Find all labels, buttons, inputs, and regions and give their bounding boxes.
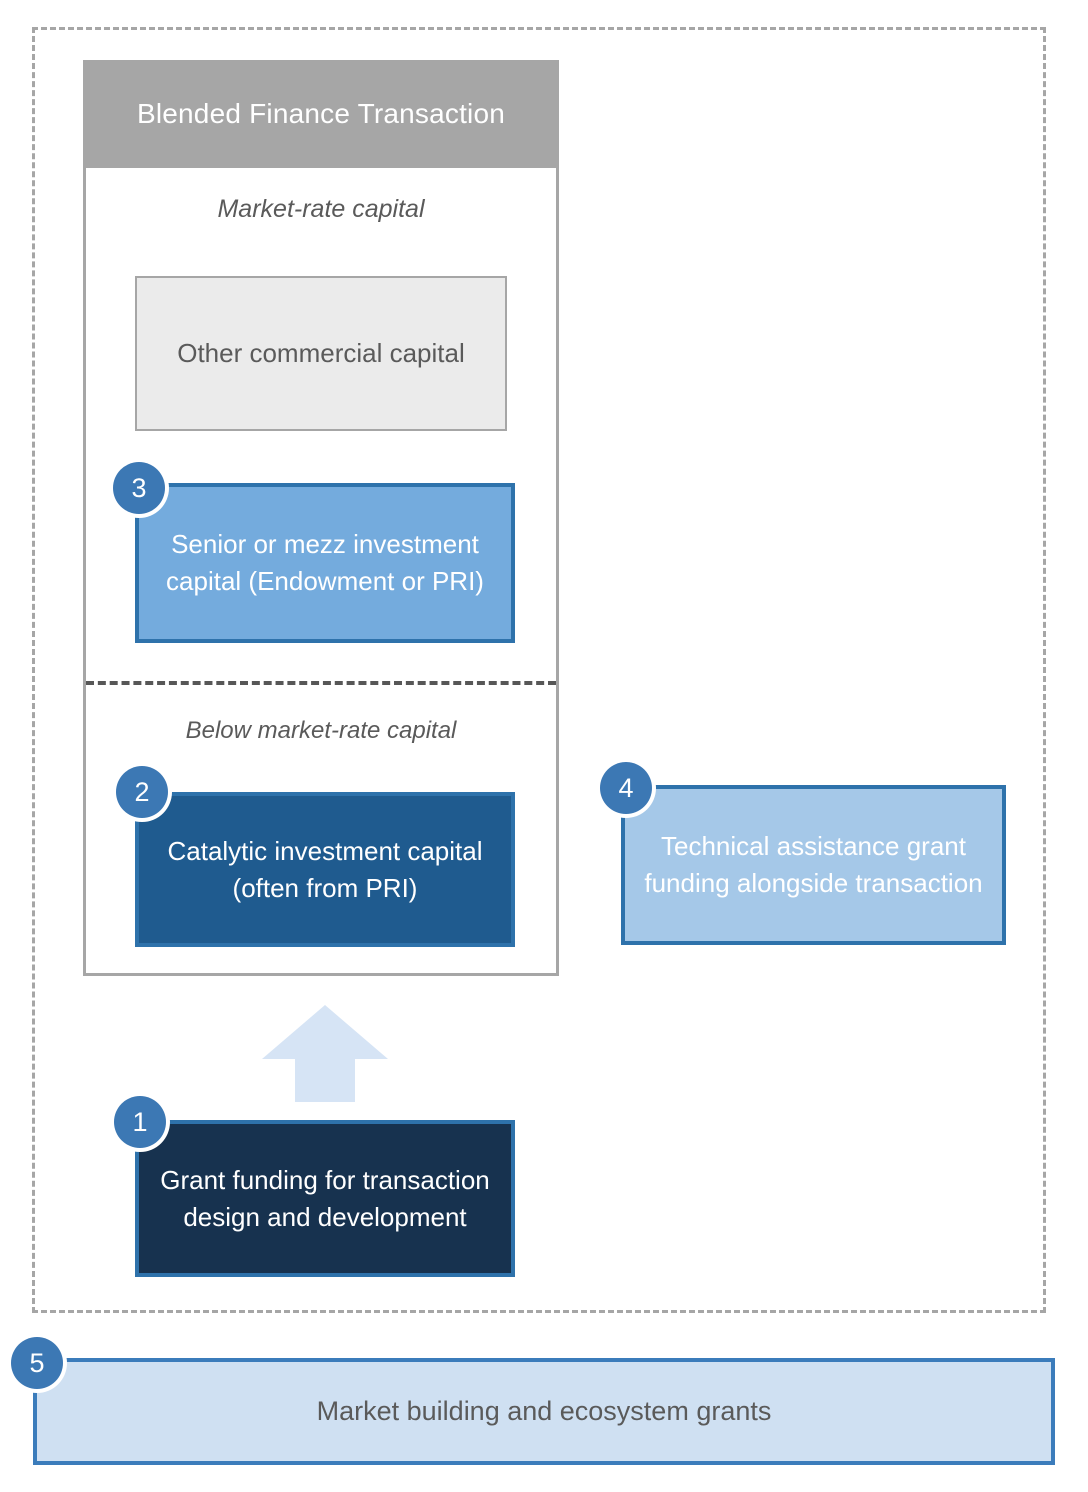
box-grant-funding-transaction-design: Grant funding for transaction design and… — [135, 1120, 515, 1277]
section-label-below-market-rate: Below market-rate capital — [185, 717, 457, 744]
outer-dashed-boundary — [32, 27, 1046, 1313]
box-grant-funding-transaction-design-label: Grant funding for transaction design and… — [160, 1164, 490, 1232]
box-market-building-ecosystem-grants: Market building and ecosystem grants — [33, 1358, 1055, 1465]
badge-4: 4 — [600, 762, 652, 814]
box-senior-or-mezz-investment-capital: Senior or mezz investment capital (Endow… — [135, 483, 515, 643]
box-market-building-ecosystem-grants-label: Market building and ecosystem grants — [316, 1396, 772, 1427]
box-catalytic-investment-capital-label: Catalytic investment capital (often from… — [167, 835, 483, 903]
box-other-commercial-capital: Other commercial capital — [135, 276, 507, 431]
badge-5: 5 — [11, 1337, 63, 1389]
badge-2: 2 — [116, 766, 168, 818]
box-technical-assistance-grant: Technical assistance grant funding along… — [621, 785, 1006, 945]
box-other-commercial-capital-label: Other commercial capital — [177, 338, 465, 369]
badge-1: 1 — [114, 1096, 166, 1148]
box-technical-assistance-grant-label: Technical assistance grant funding along… — [644, 831, 983, 898]
market-rate-divider — [86, 681, 556, 685]
box-catalytic-investment-capital: Catalytic investment capital (often from… — [135, 792, 515, 947]
card-header: Blended Finance Transaction — [83, 60, 559, 168]
box-senior-or-mezz-investment-capital-label: Senior or mezz investment capital (Endow… — [166, 529, 484, 596]
card-header-title: Blended Finance Transaction — [136, 98, 506, 129]
section-label-market-rate: Market-rate capital — [217, 195, 425, 223]
up-arrow-icon — [260, 1003, 390, 1103]
badge-3: 3 — [113, 462, 165, 514]
